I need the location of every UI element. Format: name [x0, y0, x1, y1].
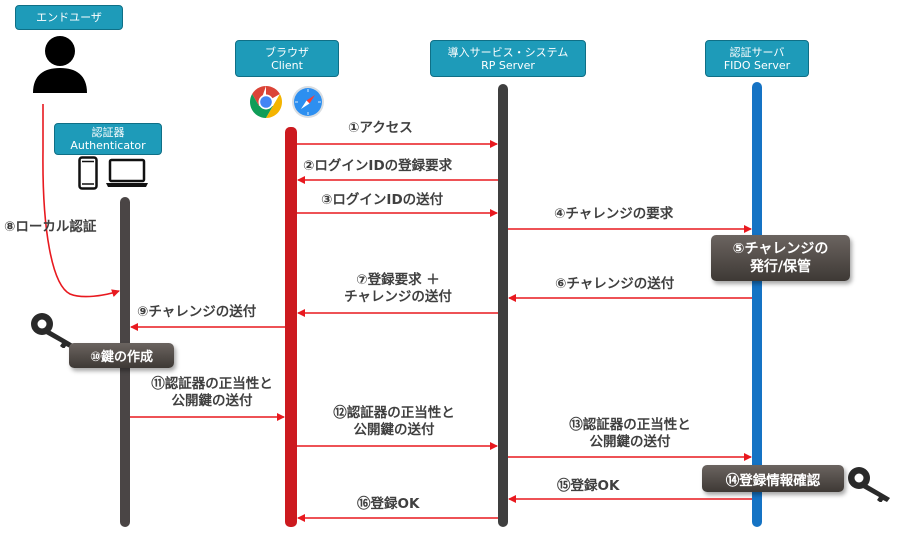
rp-server-lifeline	[498, 84, 508, 527]
end-user-box: エンドユーザ	[15, 5, 123, 30]
step-3-label: ③ログインIDの送付	[321, 192, 444, 208]
fido-server-label-ja: 認証サーバ	[729, 45, 785, 59]
step-6-label: ⑥チャレンジの送付	[555, 276, 675, 292]
step-4-label: ④チャレンジの要求	[554, 206, 674, 222]
step-5-box: ⑤チャレンジの 発行/保管	[711, 235, 850, 281]
authenticator-label-en: Authenticator	[70, 139, 146, 152]
rp-server-label-ja: 導入サービス・システム	[447, 45, 569, 59]
safari-icon	[292, 86, 324, 118]
fido-server-label-en: FIDO Server	[723, 58, 791, 72]
step-16-label: ⑯登録OK	[357, 496, 420, 512]
step-11-line-1: ⑪認証器の正当性と	[151, 376, 273, 392]
authenticator-box: 認証器 Authenticator	[54, 123, 162, 155]
step-1-label: ①アクセス	[348, 120, 413, 136]
step-7-line-1: ⑦登録要求 ＋	[356, 272, 440, 288]
browser-label-en: Client	[271, 58, 303, 72]
step-9-label: ⑨チャレンジの送付	[137, 304, 257, 320]
step-13-line-1: ⑬認証器の正当性と	[569, 417, 691, 433]
step-12-label: ⑫認証器の正当性と 公開鍵の送付	[310, 405, 478, 439]
rp-server-box: 導入サービス・システム RP Server	[430, 40, 586, 77]
step-14-box: ⑭登録情報確認	[702, 465, 844, 492]
end-user-label: エンドユーザ	[36, 11, 102, 24]
step-14-text: ⑭登録情報確認	[725, 472, 821, 489]
key-icon	[31, 313, 73, 348]
step-11-line-2: 公開鍵の送付	[171, 393, 253, 409]
arrow-step-8	[42, 104, 120, 298]
rp-server-label-en: RP Server	[481, 58, 535, 72]
chrome-icon	[249, 86, 283, 118]
step-10-text: ⑩鍵の作成	[89, 350, 153, 365]
step-7-label: ⑦登録要求 ＋ チャレンジの送付	[328, 272, 468, 306]
authenticator-label-ja: 認証器	[91, 126, 125, 139]
step-5-line-1: ⑤チャレンジの	[732, 241, 829, 257]
step-5-line-2: 発行/保管	[749, 259, 812, 275]
step-13-line-2: 公開鍵の送付	[589, 434, 671, 450]
fido-server-box: 認証サーバ FIDO Server	[705, 40, 809, 77]
step-12-line-1: ⑫認証器の正当性と	[333, 405, 455, 421]
step-13-label: ⑬認証器の正当性と 公開鍵の送付	[546, 417, 714, 451]
browser-lifeline	[285, 127, 297, 527]
user-icon	[33, 36, 87, 93]
step-8-label: ⑧ローカル認証	[4, 219, 97, 235]
smartphone-icon	[78, 156, 98, 190]
step-11-label: ⑪認証器の正当性と 公開鍵の送付	[128, 376, 296, 410]
laptop-icon	[106, 158, 148, 187]
step-15-label: ⑮登録OK	[557, 478, 620, 494]
browser-box: ブラウザ Client	[235, 40, 339, 77]
key-icon	[848, 467, 890, 502]
step-7-line-2: チャレンジの送付	[344, 289, 452, 305]
step-2-label: ②ログインIDの登録要求	[303, 158, 453, 174]
step-12-line-2: 公開鍵の送付	[353, 422, 435, 438]
step-10-box: ⑩鍵の作成	[69, 343, 174, 368]
fido-server-lifeline	[752, 82, 762, 527]
browser-label-ja: ブラウザ	[265, 45, 309, 59]
